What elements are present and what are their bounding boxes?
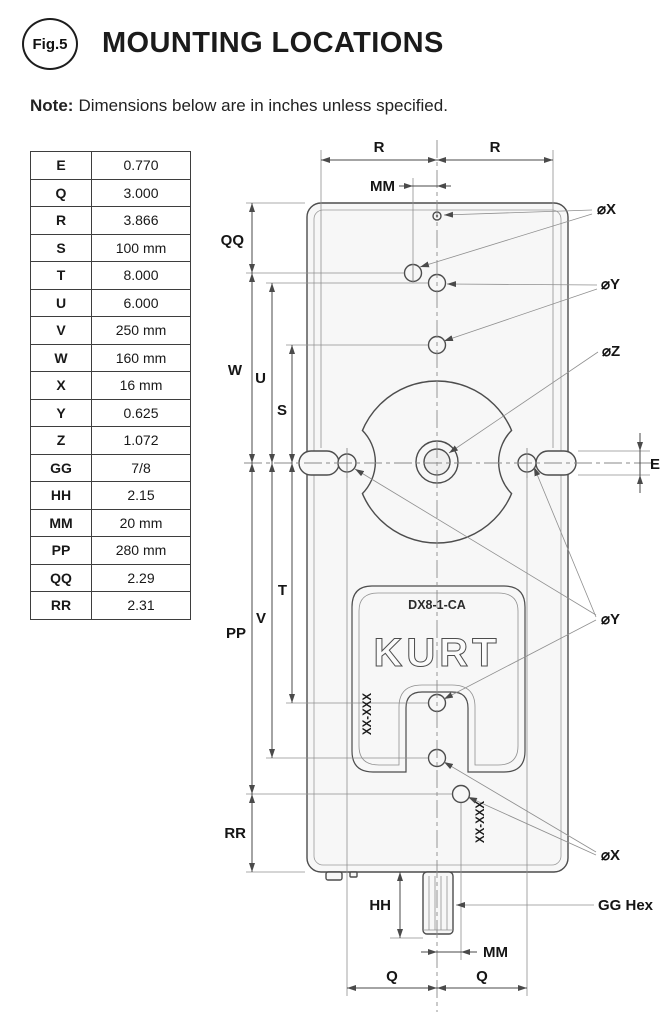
dim-value-cell: 3.866 — [91, 206, 191, 235]
callout-gg-hex: GG Hex — [598, 897, 654, 914]
dim-label-cell: Q — [30, 178, 92, 207]
dim-value-cell: 3.000 — [91, 178, 191, 207]
leader-dia-y-top-1 — [446, 281, 598, 288]
leader-dia-x-top-1 — [443, 209, 593, 218]
dim-label-cell: PP — [30, 536, 92, 565]
dim-label-r2: R — [490, 139, 501, 156]
dim-label-cell: Y — [30, 398, 92, 427]
vise-body-outline — [298, 202, 577, 935]
right-scallop-arc — [498, 429, 513, 495]
dim-label-cell: T — [30, 261, 92, 290]
dim-label-rr: RR — [224, 825, 246, 842]
callout-dia-x-top: ⌀X — [597, 201, 616, 218]
dim-label-cell: R — [30, 206, 92, 235]
dimension-labels: QQ W U S T V PP RR R R MM Q Q MM HH E ⌀X… — [221, 139, 660, 985]
dim-value-cell: 280 mm — [91, 536, 191, 565]
callout-dia-y-top: ⌀Y — [601, 276, 620, 293]
stamp-text-left: XX-XXX — [362, 693, 374, 736]
leader-lines — [354, 209, 599, 908]
bottom-tab — [325, 871, 343, 881]
dim-label-qq: QQ — [221, 232, 245, 249]
leader-dia-y-mid-1 — [354, 468, 597, 616]
leader-dia-x-bot-2 — [467, 796, 597, 856]
callout-dia-x-bottom: ⌀X — [601, 847, 620, 864]
dim-label-cell: QQ — [30, 563, 92, 592]
stamp-text-right: XX-XXX — [475, 801, 487, 844]
body-inner-contour — [313, 209, 562, 866]
dim-label-e: E — [650, 456, 660, 473]
dimension-lines — [249, 157, 643, 991]
hole-e — [451, 784, 471, 804]
leader-dia-y-top-2 — [443, 288, 598, 342]
note-text: Dimensions below are in inches unless sp… — [78, 96, 448, 115]
hex-shaft — [422, 871, 454, 935]
figure-badge: Fig.5 — [22, 18, 78, 70]
callout-dia-y-mid: ⌀Y — [601, 611, 620, 628]
brand-logo-text: KURT — [373, 631, 500, 675]
dim-value-cell: 160 mm — [91, 343, 191, 372]
dim-value-cell: 100 mm — [91, 233, 191, 262]
plate-inner-contour — [358, 592, 519, 766]
leader-dia-x-top-2 — [419, 213, 593, 268]
centerlines — [244, 140, 652, 1012]
dim-label-cell: X — [30, 371, 92, 400]
dim-value-cell: 1.072 — [91, 426, 191, 455]
note-label: Note: — [30, 96, 74, 115]
extension-lines — [246, 150, 650, 996]
dim-label-r1: R — [374, 139, 385, 156]
bottom-tab-small — [349, 871, 358, 878]
leader-dia-y-mid-2 — [533, 466, 597, 618]
note-line: Note:Dimensions below are in inches unle… — [30, 96, 448, 116]
dim-label-w: W — [228, 362, 243, 379]
plate-outer-contour — [351, 585, 526, 773]
dim-value-cell: 0.770 — [91, 151, 191, 180]
dim-label-cell: U — [30, 288, 92, 317]
dim-label-t: T — [278, 582, 287, 599]
callout-dia-z: ⌀Z — [602, 343, 620, 360]
dim-label-u: U — [255, 370, 266, 387]
leader-dia-x-bot-1 — [443, 761, 597, 853]
right-scallop-mask — [498, 430, 523, 494]
dim-label-pp: PP — [226, 625, 246, 642]
dim-label-cell: MM — [30, 508, 92, 537]
dim-value-cell: 20 mm — [91, 508, 191, 537]
page-title: MOUNTING LOCATIONS — [102, 27, 444, 59]
figure-badge-label: Fig.5 — [32, 35, 68, 53]
dim-value-cell: 2.15 — [91, 481, 191, 510]
dim-label-hh: HH — [369, 897, 391, 914]
dim-label-q1: Q — [386, 968, 398, 985]
dim-value-cell: 2.31 — [91, 591, 191, 620]
dim-label-cell: RR — [30, 591, 92, 620]
part-markings: DX8-1-CA KURT XX-XXX XX-XXX — [362, 598, 500, 844]
left-scallop-arc — [361, 429, 376, 495]
dim-label-q2: Q — [476, 968, 488, 985]
dim-label-mm-top: MM — [370, 178, 395, 195]
leader-dia-y-mid-3 — [443, 619, 597, 700]
part-number-text: DX8-1-CA — [408, 598, 466, 612]
dim-label-s: S — [277, 402, 287, 419]
dim-label-v: V — [256, 610, 266, 627]
leader-dia-z — [448, 351, 599, 454]
dim-label-mm-bottom: MM — [483, 944, 508, 961]
